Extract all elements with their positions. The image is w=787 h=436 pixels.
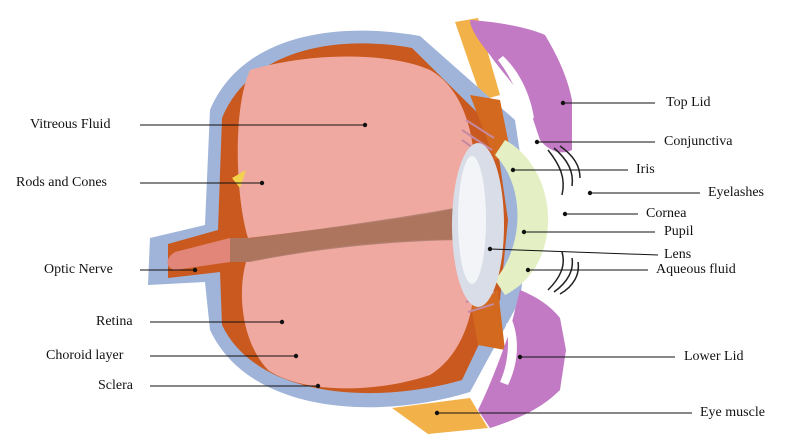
lower-eyelashes (548, 252, 578, 294)
dot-conjunctiva (535, 140, 539, 144)
dot-eye-muscle (435, 411, 439, 415)
lens-highlight (458, 156, 486, 284)
dot-eyelashes (588, 191, 592, 195)
label-eye-muscle: Eye muscle (700, 405, 765, 421)
dot-cornea (563, 212, 567, 216)
dot-top-lid (561, 101, 565, 105)
label-iris: Iris (636, 162, 655, 178)
label-retina: Retina (96, 314, 133, 330)
label-lower-lid: Lower Lid (684, 349, 743, 365)
dot-pupil (522, 230, 526, 234)
label-pupil: Pupil (664, 224, 694, 240)
dot-retina (280, 320, 284, 324)
label-sclera: Sclera (98, 378, 133, 394)
label-choroid-layer: Choroid layer (46, 348, 123, 364)
dot-rods-and-cones (260, 181, 264, 185)
dot-optic-nerve (193, 268, 197, 272)
dot-lens (488, 247, 492, 251)
label-vitreous-fluid: Vitreous Fluid (30, 117, 110, 133)
dot-sclera (316, 384, 320, 388)
dot-lower-lid (518, 355, 522, 359)
dot-vitreous-fluid (363, 123, 367, 127)
label-rods-and-cones: Rods and Cones (16, 175, 107, 191)
label-conjunctiva: Conjunctiva (664, 134, 732, 150)
label-eyelashes: Eyelashes (708, 185, 764, 201)
dot-aqueous-fluid (526, 268, 530, 272)
label-optic-nerve: Optic Nerve (44, 262, 113, 278)
label-top-lid: Top Lid (666, 95, 711, 111)
label-lens: Lens (664, 247, 691, 263)
vitreous-lower-lobe (242, 240, 475, 389)
label-aqueous-fluid: Aqueous fluid (656, 262, 736, 278)
label-cornea: Cornea (646, 206, 686, 222)
dot-iris (511, 168, 515, 172)
dot-choroid-layer (294, 354, 298, 358)
